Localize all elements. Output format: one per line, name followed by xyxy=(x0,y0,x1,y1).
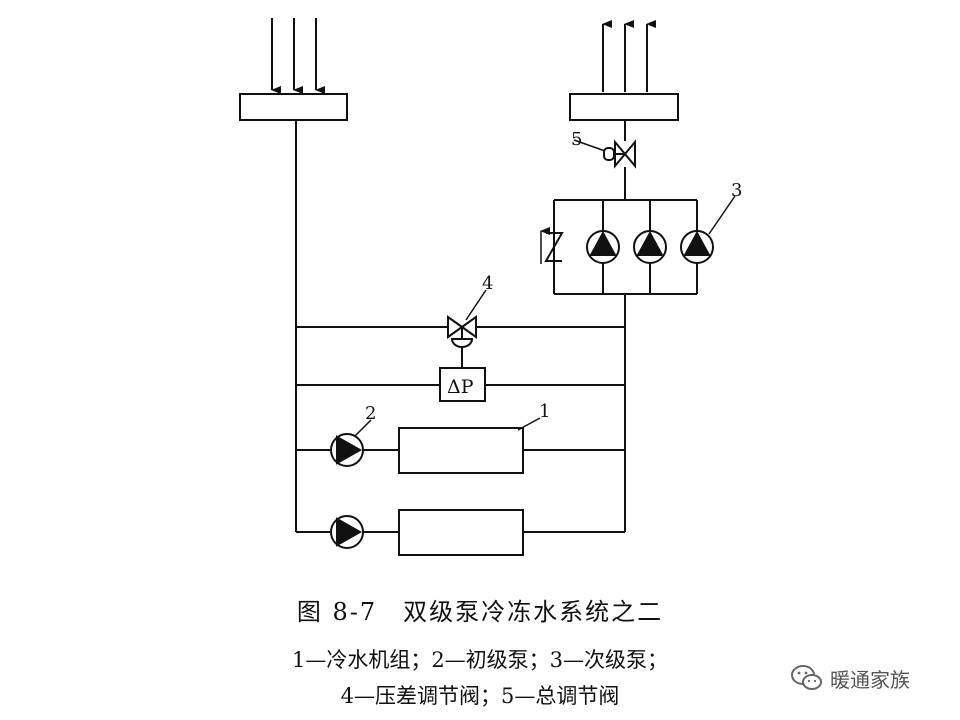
pump-2-label: 2 xyxy=(365,403,376,424)
figure-caption-legend-line-2: 4—压差调节阀；5—总调节阀 xyxy=(340,684,620,708)
chiller-row-1 xyxy=(296,417,625,474)
right-terminal-unit xyxy=(569,20,679,121)
chiller-unit xyxy=(398,509,524,556)
pump-3-label: 3 xyxy=(731,180,742,201)
wechat-icon xyxy=(791,665,822,690)
secondary-pump-group xyxy=(540,195,736,295)
valve-5-label: 5 xyxy=(571,129,582,150)
left-terminal-unit xyxy=(239,18,348,121)
secondary-pump-icon xyxy=(633,230,667,264)
figure-caption-title: 图 8-7 双级泵冷冻水系统之二 xyxy=(296,598,664,626)
chiller-unit xyxy=(398,427,524,474)
valve-4-label: 4 xyxy=(482,273,493,294)
chiller-row-2 xyxy=(296,450,626,556)
differential-pressure-valve xyxy=(447,289,487,368)
watermark: 暖通家族 xyxy=(790,663,910,693)
secondary-pump-icon xyxy=(586,230,620,264)
primary-pump-icon xyxy=(330,515,364,549)
dp-sensor-box xyxy=(439,367,486,402)
watermark-text: 暖通家族 xyxy=(830,667,910,692)
primary-pump-icon xyxy=(330,433,364,467)
total-regulating-valve xyxy=(573,139,636,169)
secondary-pump-icon xyxy=(680,230,714,264)
figure-caption-legend-line-1: 1—冷水机组；2—初级泵；3—次级泵； xyxy=(291,648,669,672)
check-valve-icon xyxy=(544,232,564,262)
chiller-1-label: 1 xyxy=(539,401,550,422)
chilled-water-diagram: 5 3 4 ΔP 2 1 xyxy=(239,18,742,556)
dp-sensor-label: ΔP xyxy=(447,376,474,398)
